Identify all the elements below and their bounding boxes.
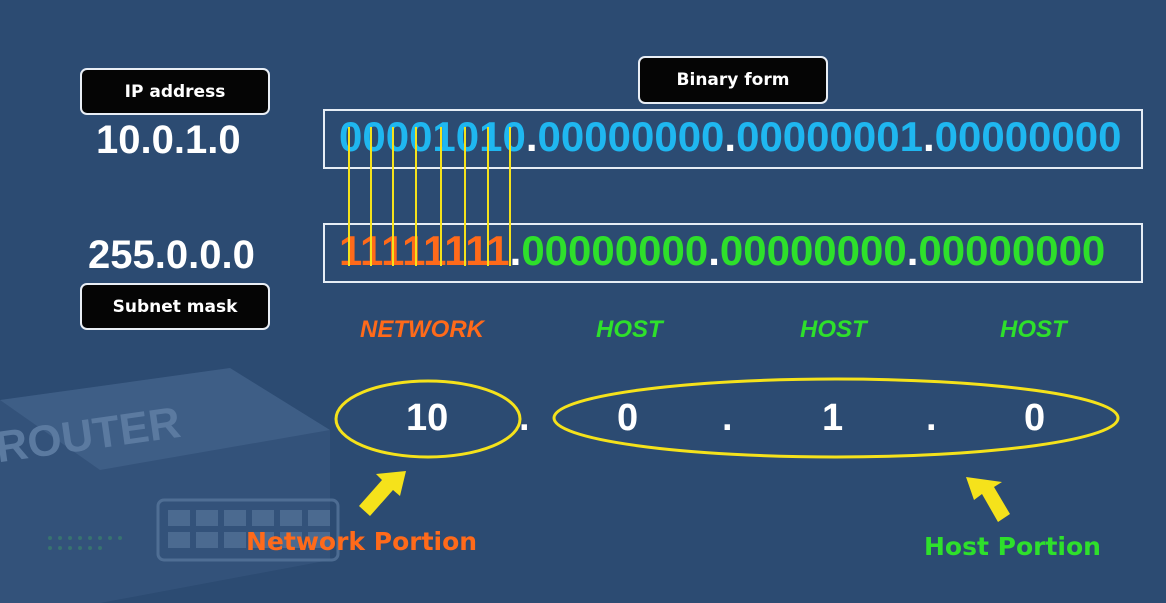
ip-binary-octet-3: 00000001 bbox=[736, 113, 923, 160]
octet-4: 0 bbox=[1024, 397, 1046, 439]
mask-binary-octet-1: 11111111 bbox=[339, 227, 510, 274]
host-arrow-icon bbox=[966, 477, 1010, 522]
ip-binary-octet-2: 00000000 bbox=[537, 113, 725, 160]
mask-binary-octet-4: 00000000 bbox=[918, 227, 1106, 274]
subnet-mask-label: Subnet mask bbox=[80, 283, 270, 330]
host-portion-label-3: HOST bbox=[1000, 316, 1067, 343]
subnet-mask-value: 255.0.0.0 bbox=[88, 233, 255, 277]
ip-address-label: IP address bbox=[80, 68, 270, 115]
mask-binary-box: 11111111.00000000.00000000.00000000 bbox=[323, 223, 1143, 283]
ip-binary-dot: . bbox=[922, 113, 935, 160]
mask-binary-octet-2: 00000000 bbox=[521, 227, 709, 274]
octet-2: 0 bbox=[617, 397, 639, 439]
octet-dot: . bbox=[926, 397, 937, 439]
host-ellipse bbox=[552, 377, 1120, 459]
router-background-illustration: ROUTER bbox=[0, 368, 340, 603]
mask-binary-dot: . bbox=[906, 227, 919, 274]
binary-form-label-text: Binary form bbox=[676, 70, 790, 90]
mask-binary-octet-3: 00000000 bbox=[719, 227, 907, 274]
network-portion-caption: Network Portion bbox=[246, 527, 478, 556]
octet-dot: . bbox=[722, 397, 733, 439]
ip-binary-octet-4: 00000000 bbox=[934, 113, 1122, 160]
mask-binary-dot: . bbox=[509, 227, 522, 274]
ip-binary-dot: . bbox=[724, 113, 737, 160]
ip-binary-dot: . bbox=[525, 113, 538, 160]
host-portion-label-2: HOST bbox=[800, 316, 867, 343]
binary-form-label: Binary form bbox=[638, 56, 828, 104]
host-portion-caption: Host Portion bbox=[924, 532, 1101, 561]
mask-binary-row: 11111111.00000000.00000000.00000000 bbox=[339, 227, 1105, 275]
network-arrow-icon bbox=[359, 471, 406, 516]
subnet-mask-label-text: Subnet mask bbox=[112, 296, 238, 317]
octet-1: 10 bbox=[406, 397, 449, 439]
octet-3: 1 bbox=[822, 397, 844, 439]
network-ellipse bbox=[334, 379, 522, 459]
ip-address-label-text: IP address bbox=[124, 81, 226, 102]
network-portion-label: NETWORK bbox=[360, 316, 484, 343]
bit-connector-lines bbox=[348, 127, 511, 266]
octet-dot: . bbox=[519, 397, 530, 439]
mask-binary-dot: . bbox=[708, 227, 720, 274]
host-portion-label-1: HOST bbox=[596, 316, 663, 343]
ip-address-value: 10.0.1.0 bbox=[96, 118, 241, 162]
